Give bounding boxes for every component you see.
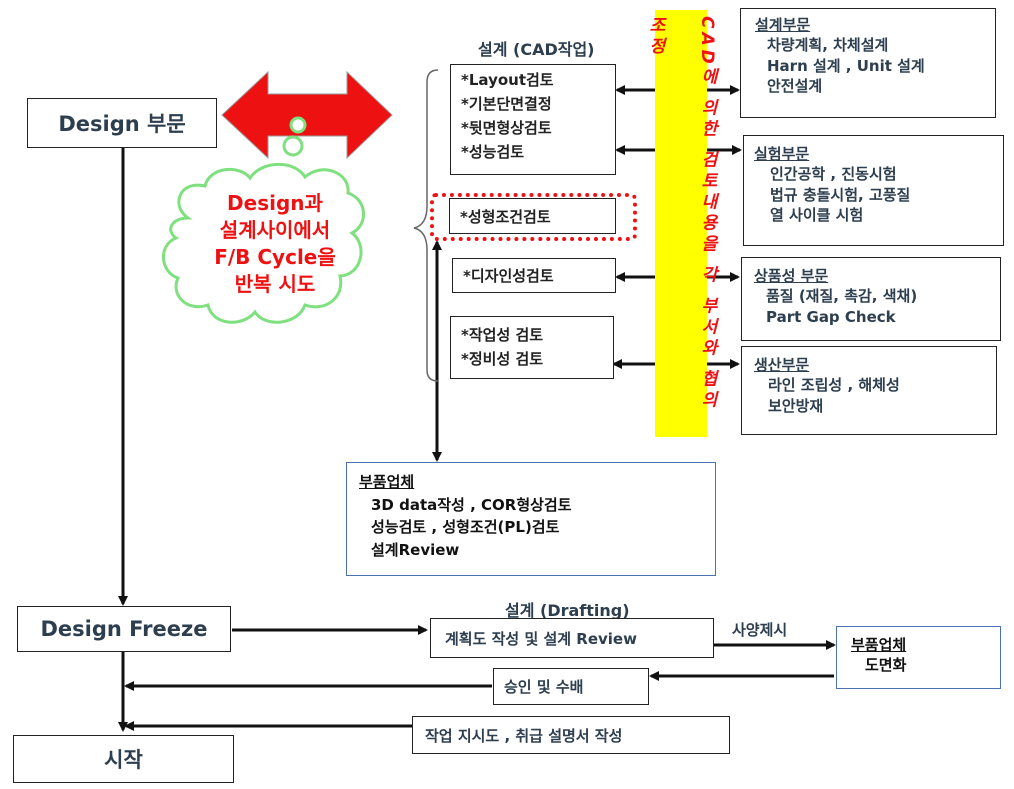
consultation-banner: CAD에 의한 검토내용을 각 부서와 협의 조정 bbox=[645, 10, 717, 437]
supplier-title: 부품업체 bbox=[359, 473, 415, 491]
start-box: 시작 bbox=[13, 735, 234, 783]
cloud-line: F/B Cycle을 bbox=[214, 245, 336, 269]
supplier-panel: 부품업체 3D data작성 , COR형상검토 성능검토 , 성형조건(PL)… bbox=[346, 462, 716, 576]
cad-item: *Layout검토 bbox=[461, 71, 554, 89]
design-dept-line: Harn 설계 , Unit 설계 bbox=[767, 56, 925, 75]
design-dept-line: 안전설계 bbox=[767, 76, 823, 95]
test-dept-line: 법규 충돌시험, 고풍질 bbox=[770, 185, 911, 204]
supplier-line: 설계Review bbox=[371, 540, 460, 559]
cad-title: 설계 (CAD작업) bbox=[478, 40, 595, 59]
plan-label: 계획도 작성 및 설계 Review bbox=[445, 629, 637, 648]
production-dept-panel: 생산부문 라인 조립성 , 해체성 보안방재 bbox=[741, 346, 997, 435]
product-dept-panel: 상품성 부문 품질 (재질, 촉감, 색채) Part Gap Check bbox=[741, 257, 1001, 341]
cloud-text: Design과 설계사이에서 F/B Cycle을 반복 시도 bbox=[190, 190, 360, 298]
spec-label: 사양제시 bbox=[732, 621, 788, 639]
design-dept-title: 설계부문 bbox=[755, 16, 811, 34]
design-review-box: *디자인성검토 bbox=[452, 258, 616, 293]
feedback-double-arrow bbox=[221, 70, 393, 160]
cloud-line: 반복 시도 bbox=[234, 272, 316, 296]
cad-review-box: *Layout검토 *기본단면결정 *뒷면형상검토 *성능검토 bbox=[450, 64, 616, 175]
cad-item: *뒷면형상검토 bbox=[461, 119, 552, 137]
production-dept-line: 라인 조립성 , 해체성 bbox=[768, 376, 900, 395]
cloud-line: 설계사이에서 bbox=[219, 218, 331, 242]
design-review-label: *디자인성검토 bbox=[463, 267, 554, 285]
work-item: *정비성 검토 bbox=[461, 350, 544, 368]
design-freeze-box: Design Freeze bbox=[17, 606, 231, 652]
molding-label: *성형조건검토 bbox=[460, 207, 551, 226]
work-review-box: *작업성 검토 *정비성 검토 bbox=[450, 316, 614, 379]
cloud-line: Design과 bbox=[227, 191, 323, 215]
consultation-banner-text: CAD에 의한 검토내용을 각 부서와 협의 조정 bbox=[645, 16, 717, 412]
test-dept-line: 인간공학 , 진동시험 bbox=[770, 165, 897, 184]
cad-item: *기본단면결정 bbox=[461, 95, 552, 113]
design-dept-panel: 설계부문 차량계획, 차체설계 Harn 설계 , Unit 설계 안전설계 bbox=[740, 8, 996, 118]
supplier2-sub: 도면화 bbox=[865, 656, 907, 675]
test-dept-panel: 실험부문 인간공학 , 진동시험 법규 충돌시험, 고풍질 열 사이클 시험 bbox=[743, 135, 1004, 246]
molding-box: *성형조건검토 bbox=[449, 198, 616, 234]
molding-highlight bbox=[430, 193, 637, 241]
start-label: 시작 bbox=[104, 748, 143, 772]
production-dept-line: 보안방재 bbox=[768, 396, 824, 415]
test-dept-title: 실험부문 bbox=[754, 145, 810, 163]
design-dept-box: Design 부문 bbox=[27, 98, 217, 148]
product-dept-title: 상품성 부문 bbox=[754, 267, 829, 285]
plan-box: 계획도 작성 및 설계 Review bbox=[430, 618, 714, 658]
bracket-brace bbox=[413, 69, 439, 382]
approve-label: 승인 및 수배 bbox=[504, 678, 584, 696]
approve-box: 승인 및 수배 bbox=[493, 668, 649, 705]
instruction-label: 작업 지시도 , 취급 설명서 작성 bbox=[425, 726, 623, 745]
supplier2-title: 부품업체 bbox=[851, 636, 907, 654]
work-item: *작업성 검토 bbox=[461, 326, 544, 344]
thought-bubble-medium bbox=[282, 135, 304, 157]
supplier-line: 성능검토 , 성형조건(PL)검토 bbox=[371, 518, 560, 536]
product-dept-line: Part Gap Check bbox=[766, 307, 896, 326]
design-dept-line: 차량계획, 차체설계 bbox=[767, 36, 889, 55]
product-dept-line: 품질 (재질, 촉감, 색채) bbox=[766, 287, 918, 306]
instruction-box: 작업 지시도 , 취급 설명서 작성 bbox=[412, 716, 730, 754]
drafting-title: 설계 (Drafting) bbox=[505, 601, 630, 620]
thought-bubble-small bbox=[289, 116, 307, 134]
cad-item: *성능검토 bbox=[461, 143, 525, 161]
thought-cloud bbox=[162, 162, 365, 324]
production-dept-title: 생산부문 bbox=[754, 356, 810, 374]
design-freeze-label: Design Freeze bbox=[40, 617, 208, 641]
test-dept-line: 열 사이클 시험 bbox=[770, 205, 864, 224]
supplier-line: 3D data작성 , COR형상검토 bbox=[371, 495, 572, 514]
design-dept-label: Design 부문 bbox=[58, 112, 186, 136]
supplier2-box: 부품업체 도면화 bbox=[836, 626, 1001, 689]
